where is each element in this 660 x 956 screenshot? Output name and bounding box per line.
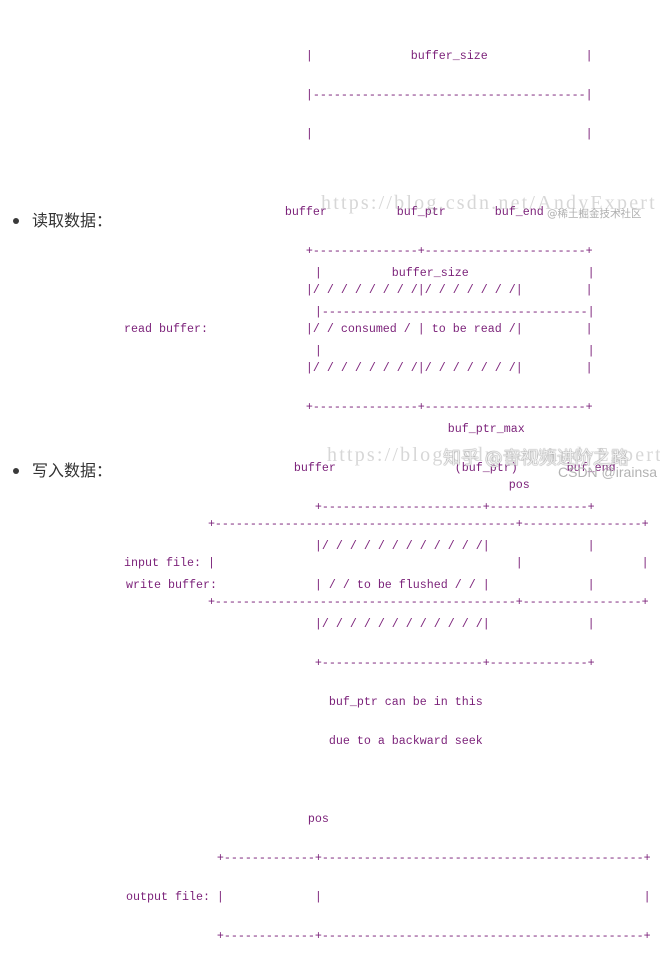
write-buffer-hatch-row: |/ / / / / / / / / / / /| | xyxy=(126,539,595,553)
list-item-read-data: 读取数据： xyxy=(0,210,130,232)
write-data-heading: 写入数据： xyxy=(32,461,113,480)
blank-row xyxy=(124,167,649,180)
buffer-size-edge-row: | | xyxy=(124,127,593,141)
pointer-labels-row: buffer buf_ptr buf_end xyxy=(124,205,544,219)
backward-seek-note-line-1: buf_ptr can be in this xyxy=(126,695,483,709)
buffer-size-span-row: |---------------------------------------… xyxy=(124,88,593,102)
write-buffer-row: write buffer: | / / to be flushed / / | … xyxy=(126,578,595,592)
blank-row xyxy=(126,774,651,787)
bullet-icon xyxy=(13,468,19,474)
buffer-size-span-row: |--------------------------------------| xyxy=(126,305,595,319)
list-item-write-data: 写入数据： xyxy=(0,460,130,482)
write-buffer-hatch-row: |/ / / / / / / / / / / /| | xyxy=(126,617,595,631)
read-data-heading: 读取数据： xyxy=(32,211,113,230)
buffer-size-label-row: | buffer_size | xyxy=(124,49,593,63)
write-buffer-top-border: +-----------------------+--------------+ xyxy=(126,500,595,514)
output-file-bottom-border: +-------------+-------------------------… xyxy=(126,929,651,943)
read-buffer-row: read buffer: |/ / consumed / | to be rea… xyxy=(124,322,593,336)
pointer-labels-row: buffer (buf_ptr) buf_end xyxy=(126,461,616,475)
write-buffer-diagram: | buffer_size | |-----------------------… xyxy=(126,241,651,956)
read-buffer-bottom-border: +---------------+-----------------------… xyxy=(124,400,593,414)
read-buffer-top-border: +---------------+-----------------------… xyxy=(124,244,593,258)
buf-ptr-max-label-row: buf_ptr_max xyxy=(126,422,525,436)
buffer-size-edge-row: | | xyxy=(126,344,595,358)
buffer-size-label-row: | buffer_size | xyxy=(126,266,595,280)
backward-seek-note-line-2: due to a backward seek xyxy=(126,734,483,748)
read-buffer-hatch-row: |/ / / / / / / /|/ / / / / / /| | xyxy=(124,361,593,375)
write-buffer-bottom-border: +-----------------------+--------------+ xyxy=(126,656,595,670)
pos-label-row: pos xyxy=(126,812,329,826)
output-file-top-border: +-------------+-------------------------… xyxy=(126,851,651,865)
blank-row xyxy=(126,384,651,397)
output-file-row: output file: | | | xyxy=(126,890,651,904)
bullet-icon xyxy=(13,218,19,224)
read-buffer-hatch-row: |/ / / / / / / /|/ / / / / / /| | xyxy=(124,283,593,297)
